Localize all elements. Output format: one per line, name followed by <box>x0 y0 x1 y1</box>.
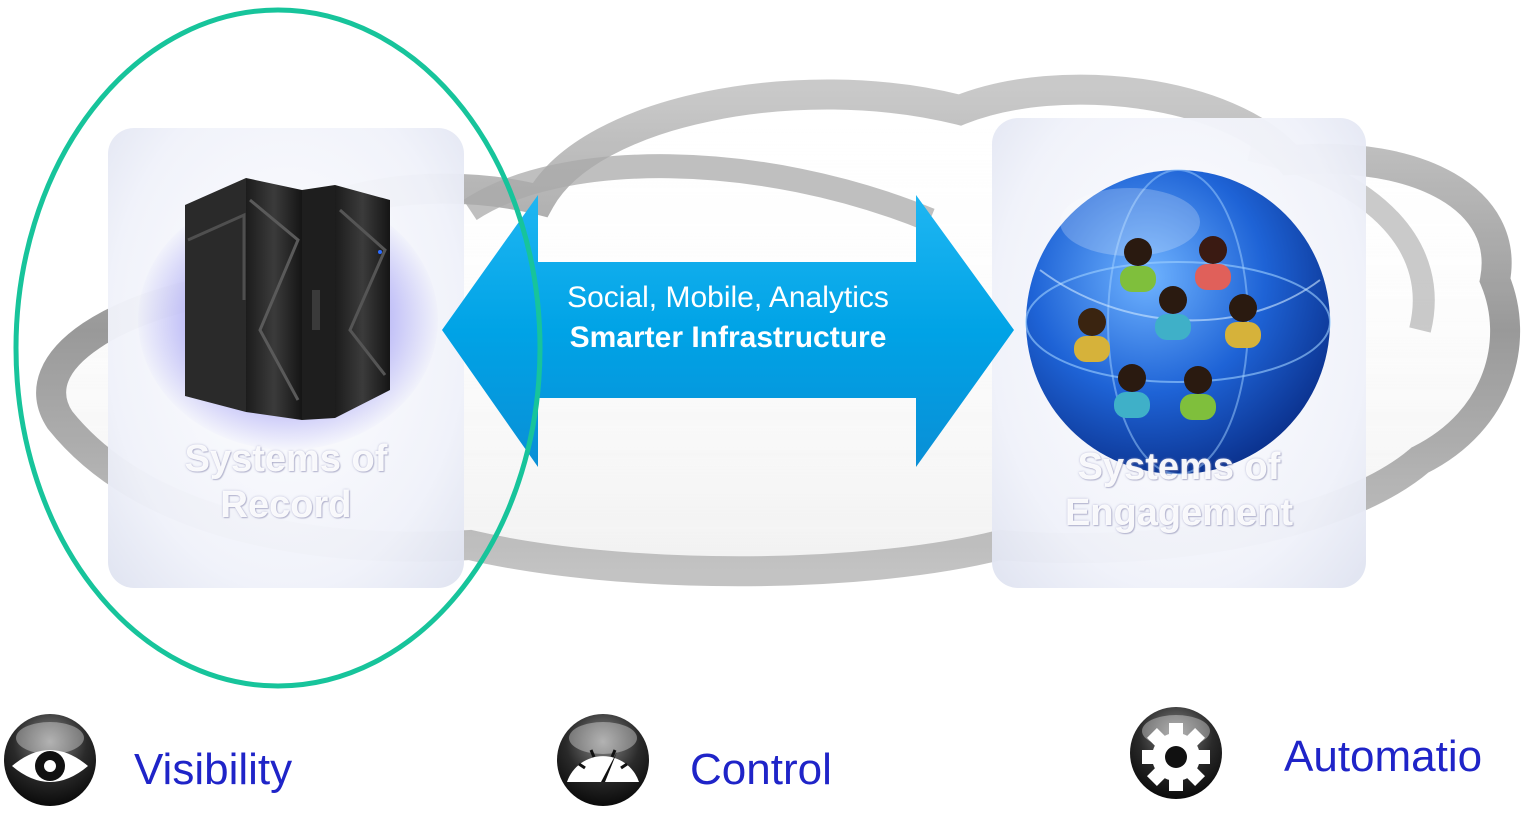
feature-automation-label: Automatio <box>1284 732 1483 781</box>
engage-title-line2: Engagement <box>1064 492 1294 534</box>
systems-of-record-title: Systems of Record <box>108 436 464 528</box>
feature-visibility-label: Visibility <box>134 745 293 794</box>
person-figure-1 <box>1120 238 1156 292</box>
person-figure-3 <box>1155 286 1191 340</box>
person-figure-6 <box>1114 364 1150 418</box>
arrow-caption: Social, Mobile, Analytics Smarter Infras… <box>470 278 986 358</box>
record-title-line1: Systems of <box>184 438 388 480</box>
engage-title-line1: Systems of <box>1077 446 1281 488</box>
record-title-line2: Record <box>220 484 352 526</box>
person-figure-7 <box>1180 366 1216 420</box>
person-figure-5 <box>1225 294 1261 348</box>
person-figure-2 <box>1195 236 1231 290</box>
person-figure-4 <box>1074 308 1110 362</box>
arrow-caption-line1: Social, Mobile, Analytics <box>567 281 889 314</box>
gear-icon <box>1130 707 1222 799</box>
gauge-icon <box>557 714 649 806</box>
systems-of-engagement-title: Systems of Engagement <box>992 444 1366 536</box>
feature-control-label: Control <box>690 745 832 794</box>
arrow-caption-line2: Smarter Infrastructure <box>569 321 887 354</box>
eye-icon <box>4 714 96 806</box>
